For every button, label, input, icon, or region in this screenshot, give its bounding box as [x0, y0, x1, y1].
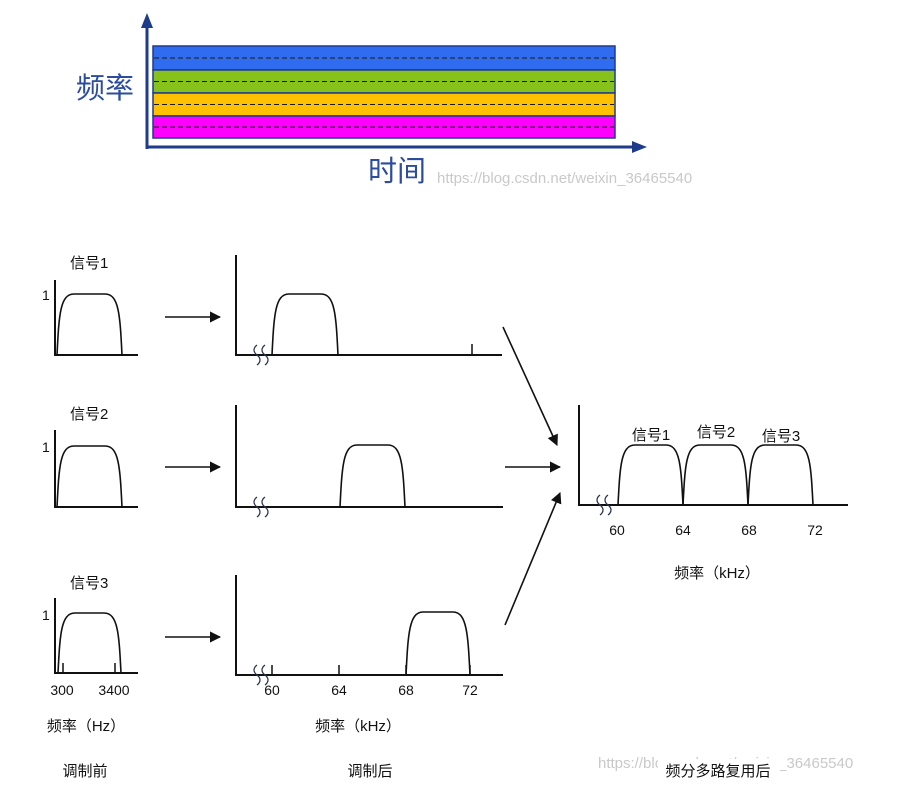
axis-break-icon	[596, 494, 604, 516]
signal-1-spectrum	[56, 293, 123, 356]
before-caption: 调制前	[62, 763, 107, 780]
signal-1-label: 信号1	[70, 255, 108, 272]
modulated-3-axes	[235, 575, 503, 676]
axis-break-icon	[253, 344, 261, 366]
signal-2-amplitude-tick: 1	[42, 439, 50, 455]
axis-break-icon	[604, 494, 612, 516]
multiplexed-axes	[578, 405, 848, 506]
time-frequency-band-diagram: 频率 时间 https://blog.csdn.net/weixin_36465…	[76, 13, 692, 188]
multiplex-arrow-3	[504, 491, 562, 626]
multiplexed-signal-1-label: 信号1	[632, 427, 670, 444]
multiplexed-tick-label-60: 60	[609, 522, 625, 538]
before-modulation-column: 信号1 1 信号2 1 信号3 1 300 3400 频率（Hz） 调制前	[42, 255, 138, 780]
baseband-signal-2: 信号2 1	[42, 406, 138, 508]
after-axis-label: 频率（kHz）	[315, 718, 401, 735]
baseband-signal-3: 信号3 1 300 3400	[42, 575, 138, 698]
signal-3-spectrum	[57, 612, 122, 674]
tick-label-64: 64	[331, 682, 347, 698]
multiplexed-signal-2-label: 信号2	[697, 424, 735, 441]
modulated-signal-3: 60 64 68 72	[235, 575, 503, 698]
frequency-axis-arrowhead	[141, 13, 153, 28]
axis-break-icon	[253, 496, 261, 518]
after-modulation-column: 60 64 68 72 频率（kHz） 调制后	[235, 255, 503, 780]
signal-2-spectrum	[56, 445, 123, 508]
multiplexed-axis-label: 频率（kHz）	[674, 565, 760, 582]
axis-break-icon	[261, 496, 269, 518]
signal-2-label: 信号2	[70, 406, 108, 423]
modulated-signal-2	[235, 405, 503, 518]
tick-label-3400: 3400	[98, 682, 129, 698]
axis-break-icon	[261, 344, 269, 366]
signal-3-label: 信号3	[70, 575, 108, 592]
axis-break-icon	[261, 664, 269, 686]
signal-3-axes	[54, 598, 138, 674]
modulated-1-spectrum	[271, 293, 339, 356]
time-axis-label: 时间	[368, 155, 426, 188]
time-axis-arrowhead	[632, 141, 647, 153]
axis-break-icon	[253, 664, 261, 686]
before-axis-label: 频率（Hz）	[47, 718, 125, 735]
multiplexed-tick-label-64: 64	[675, 522, 691, 538]
signal-1-amplitude-tick: 1	[42, 287, 50, 303]
multiplexed-signal-3-spectrum	[747, 444, 814, 506]
modulated-2-spectrum	[339, 444, 406, 508]
tick-label-60: 60	[264, 682, 280, 698]
signal-3-amplitude-tick: 1	[42, 607, 50, 623]
tick-label-68: 68	[398, 682, 414, 698]
multiplexed-tick-label-68: 68	[741, 522, 757, 538]
multiplex-arrow-1	[502, 326, 558, 447]
multiplexed-signal-2-spectrum	[682, 444, 749, 506]
modulated-1-axes	[235, 255, 502, 356]
signal-1-axes	[54, 280, 138, 356]
band-4	[152, 115, 616, 139]
frequency-axis-label: 频率	[76, 72, 134, 105]
caption-background	[658, 759, 780, 783]
modulated-2-axes	[235, 405, 503, 508]
modulated-signal-1	[235, 255, 502, 366]
tick-label-300: 300	[50, 682, 74, 698]
modulated-3-spectrum	[405, 611, 471, 676]
multiplexed-column: 信号1 信号2 信号3 60 64 68 72 频率（kHz） https://…	[578, 405, 853, 783]
multiplexed-tick-label-72: 72	[807, 522, 823, 538]
signal-2-axes	[54, 430, 138, 508]
multiplexed-signal-1-spectrum	[617, 444, 684, 506]
watermark-top: https://blog.csdn.net/weixin_36465540	[437, 170, 692, 187]
baseband-signal-1: 信号1 1	[42, 255, 138, 356]
multiplexed-caption: 频分多路复用后	[665, 762, 770, 780]
tick-label-72: 72	[462, 682, 478, 698]
multiplexed-signal-3-label: 信号3	[762, 428, 800, 445]
after-caption: 调制后	[347, 763, 392, 780]
